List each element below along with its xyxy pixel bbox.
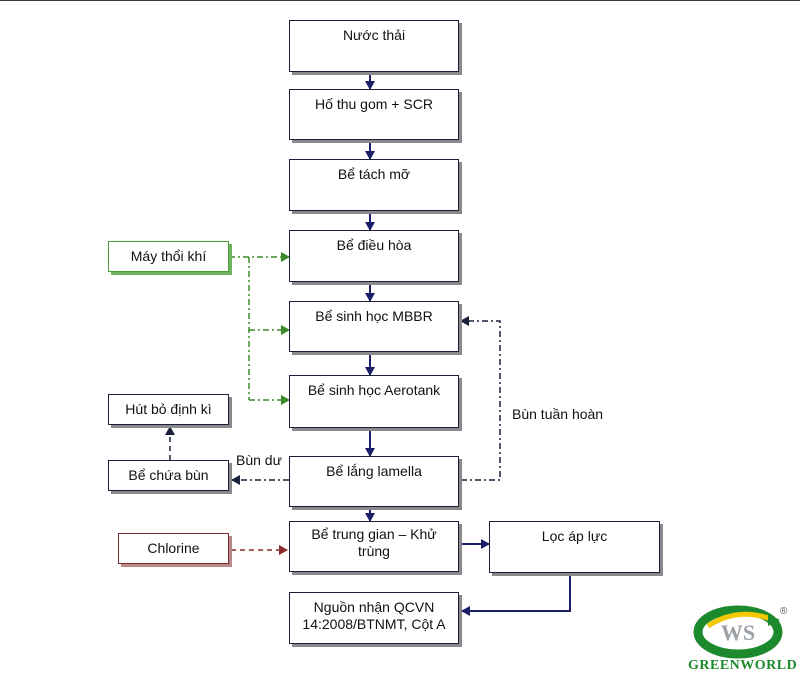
air-lines: [229, 252, 290, 405]
box-collection-pit-label: Hố thu gom + SCR: [315, 96, 433, 112]
box-collection-pit: Hố thu gom + SCR: [289, 89, 459, 140]
box-chlorine-label: Chlorine: [147, 540, 200, 556]
greenworld-logo-text: GREENWORLD: [688, 658, 798, 673]
box-sludge-tank: Bể chứa bùn: [108, 460, 229, 491]
box-grease-trap: Bể tách mỡ: [289, 159, 459, 211]
registered-mark: ®: [780, 606, 788, 617]
label-excess-sludge: Bùn dư: [236, 452, 282, 468]
box-chlorine: Chlorine: [118, 533, 229, 564]
box-receiving-source-label: Nguồn nhận QCVN 14:2008/BTNMT, Cột A: [302, 599, 446, 632]
box-intermediate-disinfection-label: Bể trung gian – Khử trùng: [311, 526, 437, 559]
greenworld-logo: WS ® GREENWORLD: [688, 600, 798, 678]
box-grease-trap-label: Bể tách mỡ: [337, 166, 411, 182]
box-mbbr-tank: Bể sinh học MBBR: [289, 301, 459, 352]
top-border-line: [0, 0, 800, 1]
box-wastewater-label: Nước thải: [342, 27, 406, 43]
box-wastewater: Nước thải: [289, 20, 459, 72]
box-pressure-filter-label: Lọc áp lực: [541, 528, 608, 544]
label-return-sludge: Bùn tuần hoàn: [512, 406, 604, 422]
box-receiving-source: Nguồn nhận QCVN 14:2008/BTNMT, Cột A: [289, 592, 459, 644]
box-blower: Máy thổi khí: [108, 241, 229, 272]
svg-text:WS: WS: [721, 620, 755, 645]
box-sludge-tank-label: Bể chứa bùn: [128, 467, 209, 483]
return-sludge-line: [460, 316, 501, 481]
greenworld-logo-mark: WS: [693, 605, 783, 659]
box-periodic-suction-label: Hút bỏ định kì: [125, 401, 212, 417]
sludge-lines: [165, 316, 501, 485]
main-flow-arrows: [365, 72, 571, 616]
box-aerotank: Bể sinh học Aerotank: [289, 375, 459, 428]
box-equalization-tank: Bể điều hòa: [289, 230, 459, 282]
box-lamella-settler: Bể lắng lamella: [289, 456, 459, 507]
box-aerotank-label: Bể sinh học Aerotank: [307, 382, 441, 398]
box-mbbr-tank-label: Bể sinh học MBBR: [315, 308, 433, 324]
box-lamella-settler-label: Bể lắng lamella: [326, 463, 422, 479]
box-equalization-tank-label: Bể điều hòa: [336, 237, 412, 253]
box-intermediate-disinfection: Bể trung gian – Khử trùng: [289, 521, 459, 572]
box-blower-label: Máy thổi khí: [130, 248, 207, 264]
box-pressure-filter: Lọc áp lực: [489, 521, 660, 573]
arrow-filter-to-outlet: [461, 574, 571, 616]
box-periodic-suction: Hút bỏ định kì: [108, 394, 229, 425]
